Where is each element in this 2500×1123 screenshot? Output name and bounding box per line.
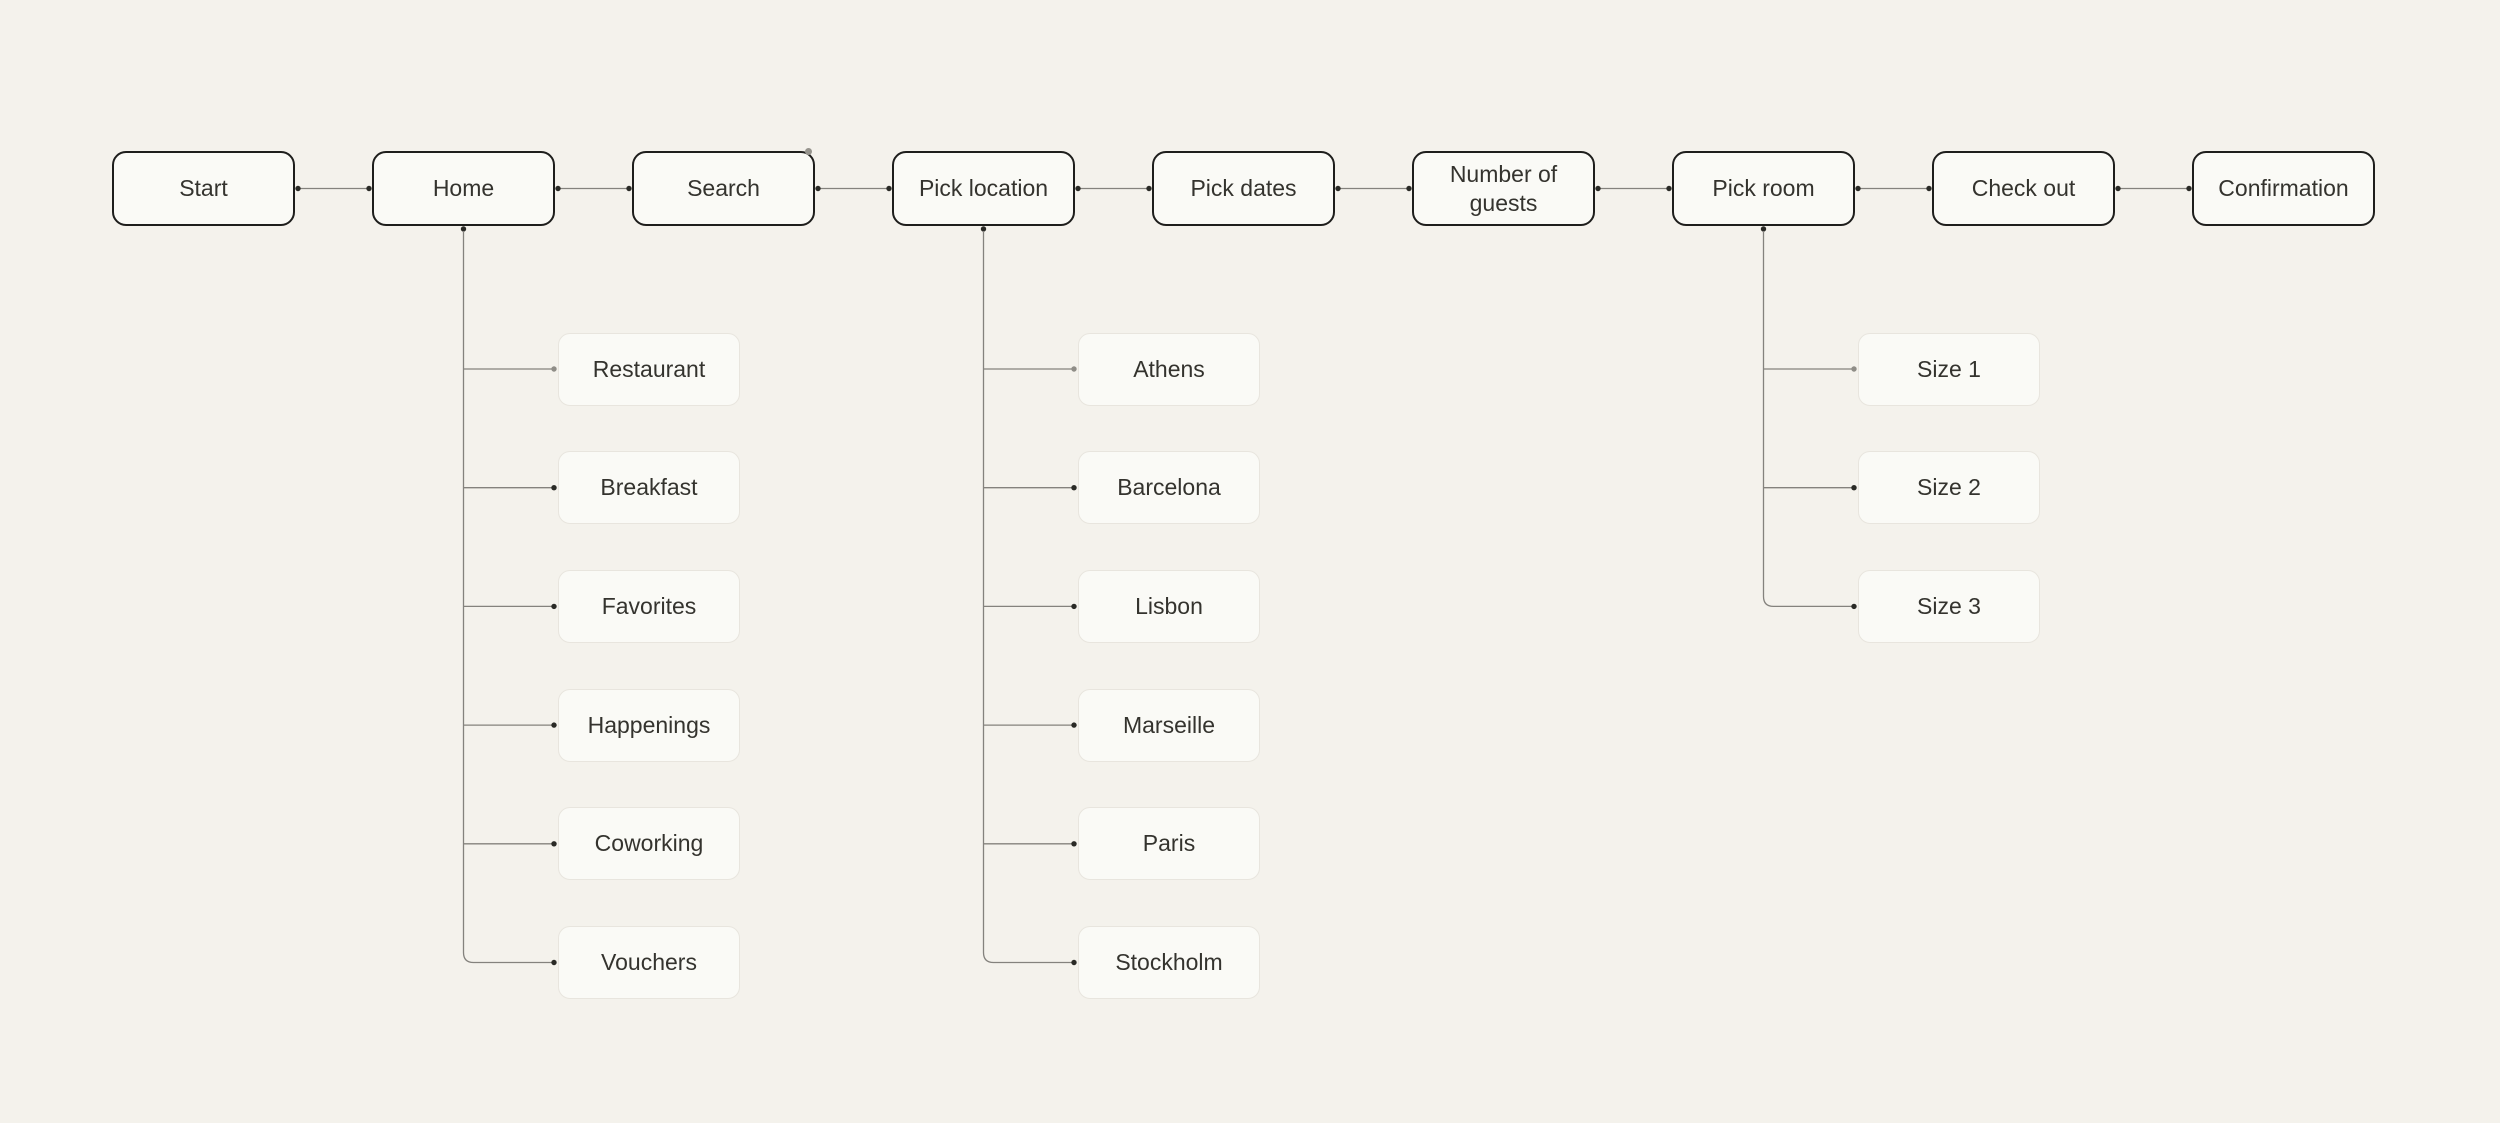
flow-node-search[interactable]: Search [632, 151, 815, 226]
branch-end-dot [551, 959, 557, 966]
flow-node-barcelona[interactable]: Barcelona [1078, 451, 1260, 525]
flow-node-athens[interactable]: Athens [1078, 332, 1260, 406]
connector-dot [1146, 185, 1152, 192]
flow-node-marseille[interactable]: Marseille [1078, 688, 1260, 762]
flow-node-lisbon[interactable]: Lisbon [1078, 569, 1260, 643]
connector-dot [2115, 185, 2121, 192]
flow-node-vouchers[interactable]: Vouchers [558, 926, 740, 999]
branch-end-dot [551, 485, 557, 491]
branch-end-dot [551, 366, 557, 372]
connector-dot [1666, 185, 1672, 192]
connector-dot [1335, 185, 1341, 192]
branch-end-dot [1071, 841, 1077, 847]
connector-dot [886, 185, 892, 192]
branch-end-dot [551, 603, 557, 610]
branch-end-dot [1071, 959, 1077, 966]
remote-cursor-dot [805, 148, 812, 155]
flow-node-pick-dates[interactable]: Pick dates [1152, 151, 1335, 226]
flow-node-size-2[interactable]: Size 2 [1858, 451, 2040, 525]
branch-trunk-line[interactable] [982, 231, 1073, 964]
flow-node-favorites[interactable]: Favorites [558, 569, 740, 643]
connector-dot [1855, 185, 1861, 192]
flow-node-pick-location[interactable]: Pick location [892, 151, 1075, 226]
branch-end-dot [1071, 722, 1077, 728]
connector-dot [366, 185, 372, 192]
connector-dot [1406, 185, 1412, 192]
flow-node-paris[interactable]: Paris [1078, 807, 1260, 881]
flow-node-confirmation[interactable]: Confirmation [2192, 151, 2375, 226]
flow-node-size-3[interactable]: Size 3 [1858, 569, 2040, 643]
branch-start-dot [1760, 226, 1767, 232]
flow-node-coworking[interactable]: Coworking [558, 807, 740, 881]
branch-start-dot [980, 226, 987, 232]
flow-node-number-of-guests[interactable]: Number of guests [1412, 151, 1595, 226]
branch-end-dot [551, 841, 557, 847]
connector-dot [555, 185, 561, 192]
branch-start-dot [460, 226, 467, 232]
connector-dot [295, 185, 301, 192]
branch-end-dot [1851, 485, 1857, 491]
connector-dot [1595, 185, 1601, 192]
flow-node-stockholm[interactable]: Stockholm [1078, 926, 1260, 999]
connector-dot [1075, 185, 1081, 192]
connector-dot [1926, 185, 1932, 192]
flow-node-home[interactable]: Home [372, 151, 555, 226]
flow-node-size-1[interactable]: Size 1 [1858, 332, 2040, 406]
branch-end-dot [1071, 366, 1077, 372]
branch-trunk-line[interactable] [462, 231, 553, 964]
branch-end-dot [551, 722, 557, 728]
connector-dot [626, 185, 632, 192]
flow-node-happenings[interactable]: Happenings [558, 688, 740, 762]
connector-dot [2186, 185, 2192, 192]
branch-trunk-line[interactable] [1762, 231, 1853, 608]
connector-dot [815, 185, 821, 192]
branch-end-dot [1851, 366, 1857, 372]
flow-node-breakfast[interactable]: Breakfast [558, 451, 740, 525]
branch-end-dot [1851, 603, 1857, 610]
branch-end-dot [1071, 603, 1077, 610]
flow-node-check-out[interactable]: Check out [1932, 151, 2115, 226]
flow-node-restaurant[interactable]: Restaurant [558, 332, 740, 406]
branch-end-dot [1071, 485, 1077, 491]
flow-node-pick-room[interactable]: Pick room [1672, 151, 1855, 226]
flow-node-start[interactable]: Start [112, 151, 295, 226]
